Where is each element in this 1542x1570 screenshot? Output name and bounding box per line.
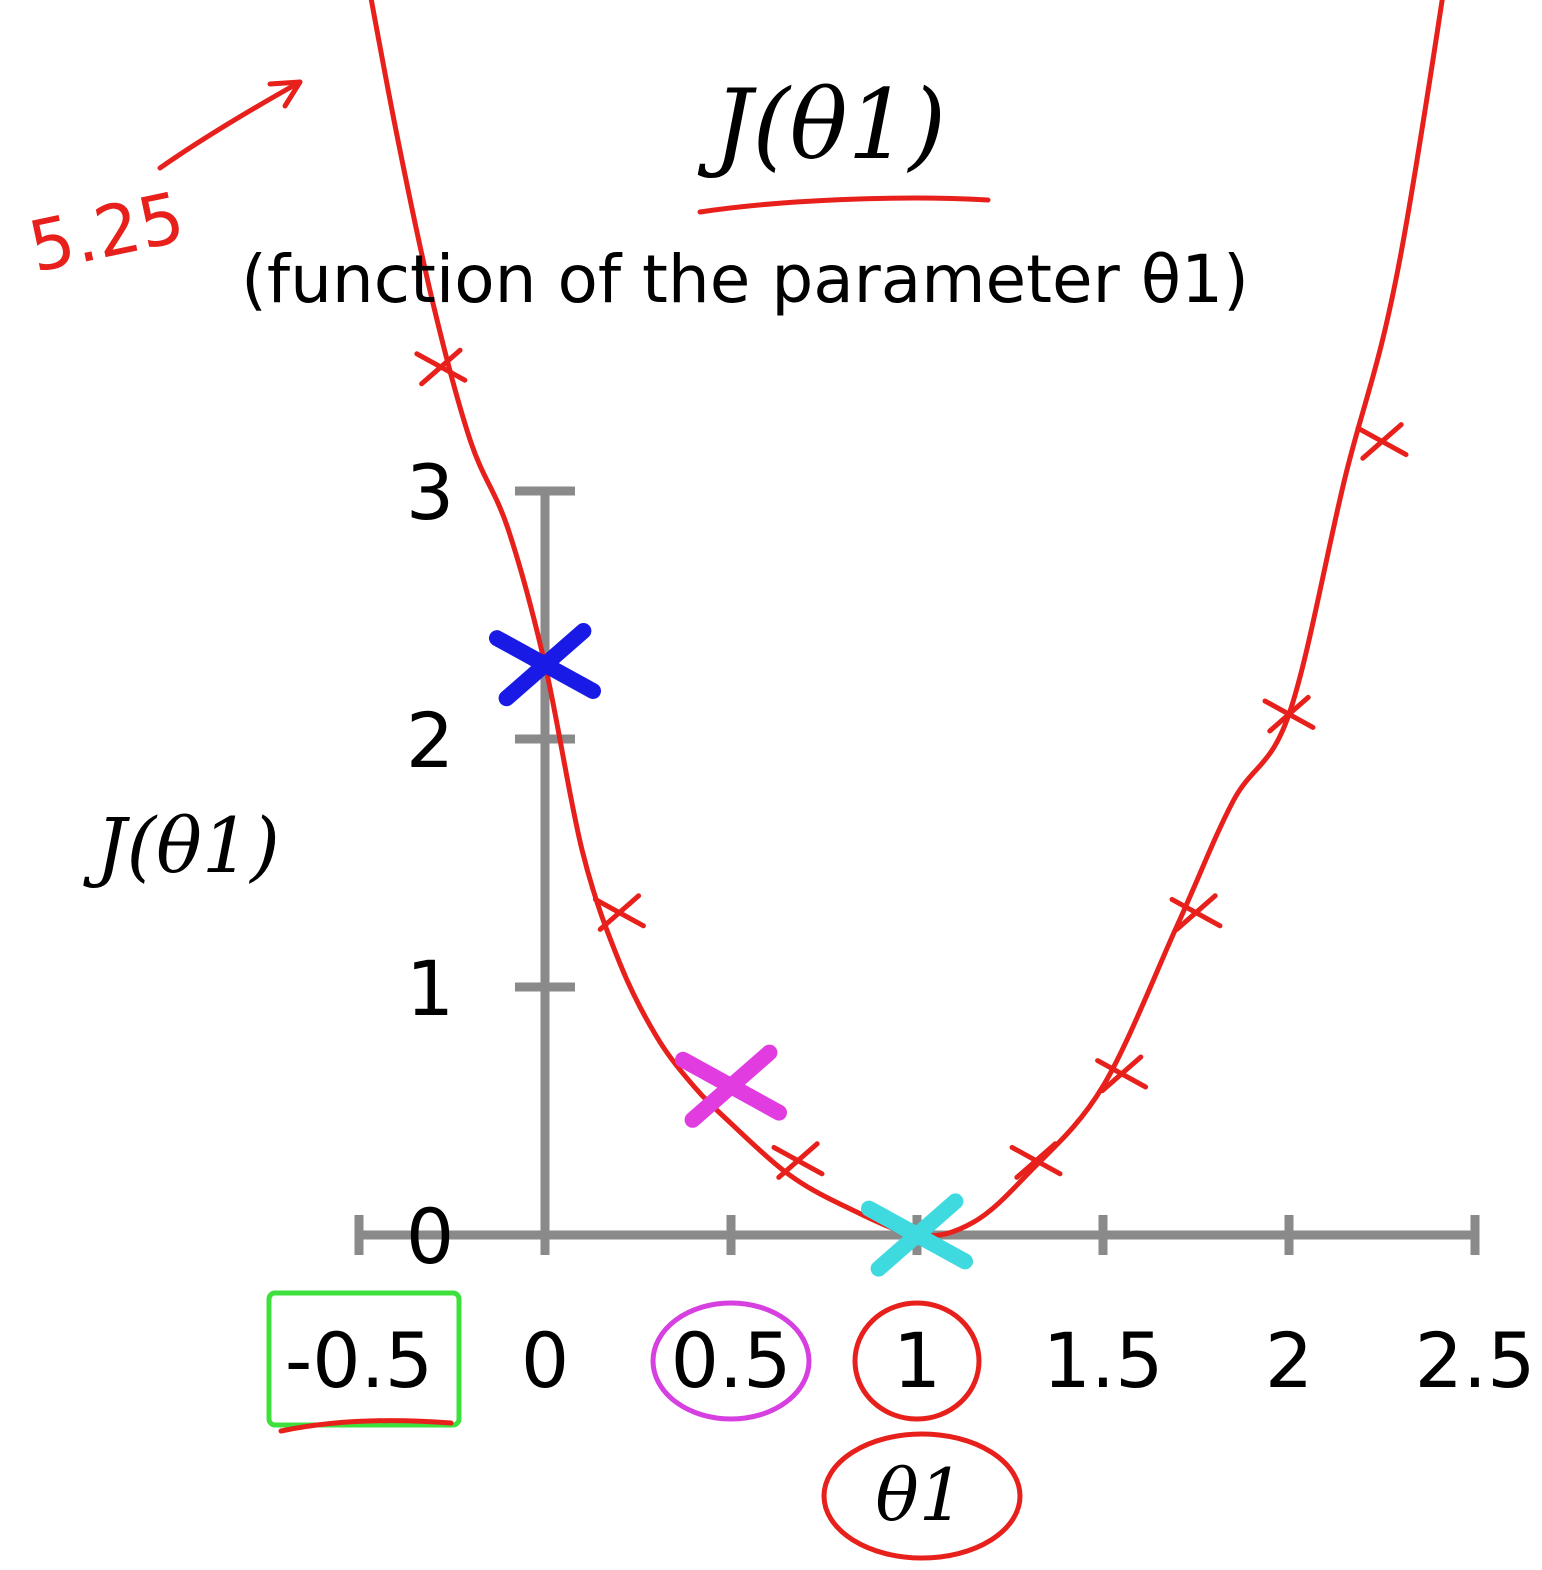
y-axis-label: J(θ1): [83, 801, 280, 890]
x-tick-label: 2.5: [1415, 1316, 1536, 1405]
marker-x: [489, 623, 601, 707]
x-tick-label: 1: [893, 1316, 941, 1405]
marker-x: [1355, 422, 1409, 461]
tick-highlights: [266, 1290, 982, 1434]
annotation-arrow: [157, 79, 303, 171]
markers: [414, 347, 1409, 1277]
chart-title: J(θ1): [697, 69, 946, 181]
cost-curve: [368, 0, 1445, 1239]
x-tick-label: 1.5: [1043, 1316, 1164, 1405]
marker-x: [1169, 893, 1223, 932]
title-underline: [697, 195, 991, 215]
curve: [368, 0, 1445, 1239]
marker-x: [414, 347, 468, 387]
tick-highlight-box: [266, 1290, 462, 1428]
marker-x: [592, 893, 646, 932]
tick-highlight-circle: [852, 1300, 982, 1422]
tick-highlight-underline: [278, 1418, 454, 1434]
x-tick-label: 2: [1265, 1316, 1313, 1405]
axes: [354, 486, 1480, 1255]
x-tick-label: 0.5: [671, 1316, 792, 1405]
y-tick-label: 0: [406, 1192, 454, 1281]
marker-x: [771, 1141, 825, 1180]
x-tick-label: 0: [521, 1316, 569, 1405]
x-tick-label: -0.5: [285, 1316, 433, 1405]
chart-subtitle: (function of the parameter θ1): [241, 241, 1249, 318]
x-axis-label-circle: [821, 1431, 1023, 1561]
marker-x: [1262, 694, 1316, 734]
marker-x: [1009, 1141, 1063, 1180]
marker-x: [861, 1193, 973, 1277]
tick-highlight-circle: [650, 1300, 812, 1422]
y-tick-label: 3: [406, 448, 454, 537]
y-tick-label: 2: [406, 696, 454, 785]
annotation-5-25: 5.25: [22, 176, 192, 289]
tick-labels: -0.5 0 0.5 1 1.5 2 2.5 0 1 2 3: [285, 448, 1536, 1405]
x-axis-label: θ1: [875, 1453, 964, 1537]
y-tick-label: 1: [406, 944, 454, 1033]
marker-x: [675, 1044, 787, 1128]
marker-x: [1095, 1054, 1149, 1094]
